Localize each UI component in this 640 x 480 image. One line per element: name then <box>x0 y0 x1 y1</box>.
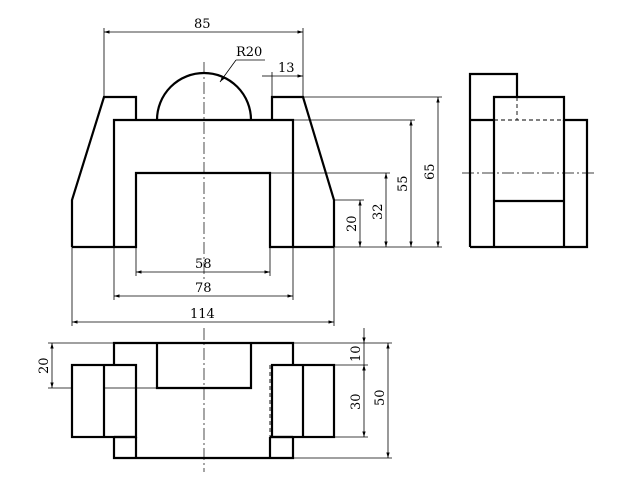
dim-13: 13 <box>278 61 295 76</box>
dim-55-height: 55 <box>396 175 411 192</box>
front-view <box>70 62 336 280</box>
dim-10: 10 <box>349 345 364 362</box>
top-dimensions: 20 10 30 50 <box>37 328 392 459</box>
front-dimensions: 85 R20 13 20 32 55 65 58 <box>71 17 442 326</box>
dim-32-height: 32 <box>371 203 386 220</box>
dim-78: 78 <box>195 281 212 296</box>
front-base <box>72 171 334 249</box>
dim-58: 58 <box>195 257 212 272</box>
dim-85: 85 <box>194 17 211 32</box>
side-view <box>462 72 595 249</box>
dim-20-height: 20 <box>345 215 360 232</box>
dim-50: 50 <box>373 389 388 406</box>
dim-r20: R20 <box>236 45 262 60</box>
dim-65-height: 65 <box>423 163 438 180</box>
dim-20-plan: 20 <box>37 357 52 374</box>
top-view <box>70 328 336 472</box>
front-body <box>112 118 295 247</box>
dim-114: 114 <box>190 307 215 322</box>
dim-30: 30 <box>349 393 364 410</box>
